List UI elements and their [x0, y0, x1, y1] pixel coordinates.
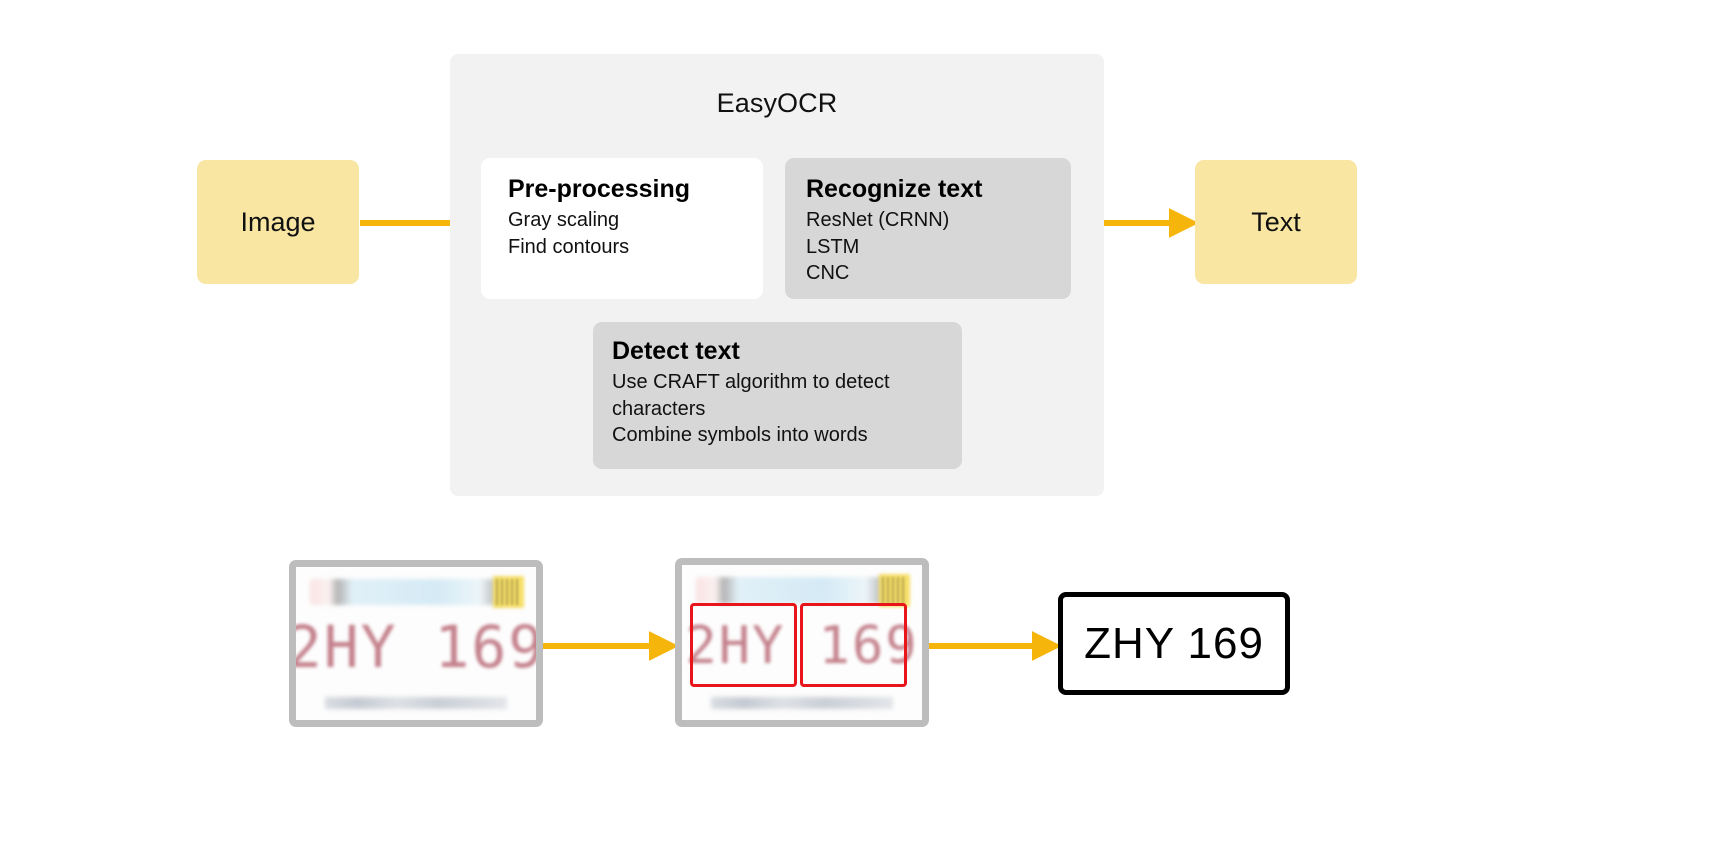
- plate-bottom-band: [324, 697, 508, 710]
- stage-line-lstm: LSTM: [806, 235, 860, 258]
- license-plate-detected: 2HY 169: [675, 558, 929, 727]
- stage-card-recognize-text[interactable]: Recognize text ResNet (CRNN) LSTM CNC: [785, 158, 1071, 299]
- stage-line-craft-1: Use CRAFT algorithm to detect: [612, 371, 890, 394]
- detection-box-digits: [800, 603, 907, 687]
- stage-line-resnet: ResNet (CRNN): [806, 209, 950, 232]
- plate-characters-detected: 2HY 169: [685, 615, 919, 676]
- stage-title-recognize-text: Recognize text: [806, 175, 983, 203]
- recognized-text-value: ZHY 169: [1084, 618, 1264, 668]
- plate-image-original: 2HY 169: [296, 567, 536, 720]
- plate-registration-sticker: [492, 576, 524, 609]
- input-node-label: Image: [240, 206, 316, 237]
- plate-characters-original: 2HY 169: [289, 612, 543, 681]
- output-node-text[interactable]: Text: [1195, 160, 1357, 284]
- stage-card-detect-text[interactable]: Detect text Use CRAFT algorithm to detec…: [593, 322, 962, 469]
- plate-bottom-band: [710, 696, 894, 710]
- plate-top-band: [310, 579, 522, 606]
- stage-card-pre-processing[interactable]: Pre-processing Gray scaling Find contour…: [481, 158, 763, 299]
- stage-line-craft-2: characters: [612, 397, 706, 420]
- stage-title-pre-processing: Pre-processing: [508, 175, 691, 203]
- plate-image-detected: 2HY 169: [682, 565, 922, 720]
- output-node-label: Text: [1251, 206, 1301, 237]
- plate-sticker-digits: [496, 579, 521, 606]
- license-plate-original: 2HY 169: [289, 560, 543, 727]
- easyocr-title: EasyOCR: [716, 88, 838, 118]
- recognized-text-result: ZHY 169: [1058, 592, 1290, 695]
- stage-line-cnc: CNC: [806, 262, 850, 285]
- stage-line-combine-symbols: Combine symbols into words: [612, 424, 868, 447]
- stage-line-gray-scaling: Gray scaling: [508, 209, 620, 232]
- plate-top-band: [696, 577, 908, 604]
- detection-box-letters: [690, 603, 797, 687]
- stage-line-find-contours: Find contours: [508, 235, 630, 258]
- input-node-image[interactable]: Image: [197, 160, 359, 284]
- plate-sticker-digits: [882, 577, 907, 604]
- stage-title-detect-text: Detect text: [612, 337, 740, 365]
- plate-registration-sticker: [878, 574, 910, 607]
